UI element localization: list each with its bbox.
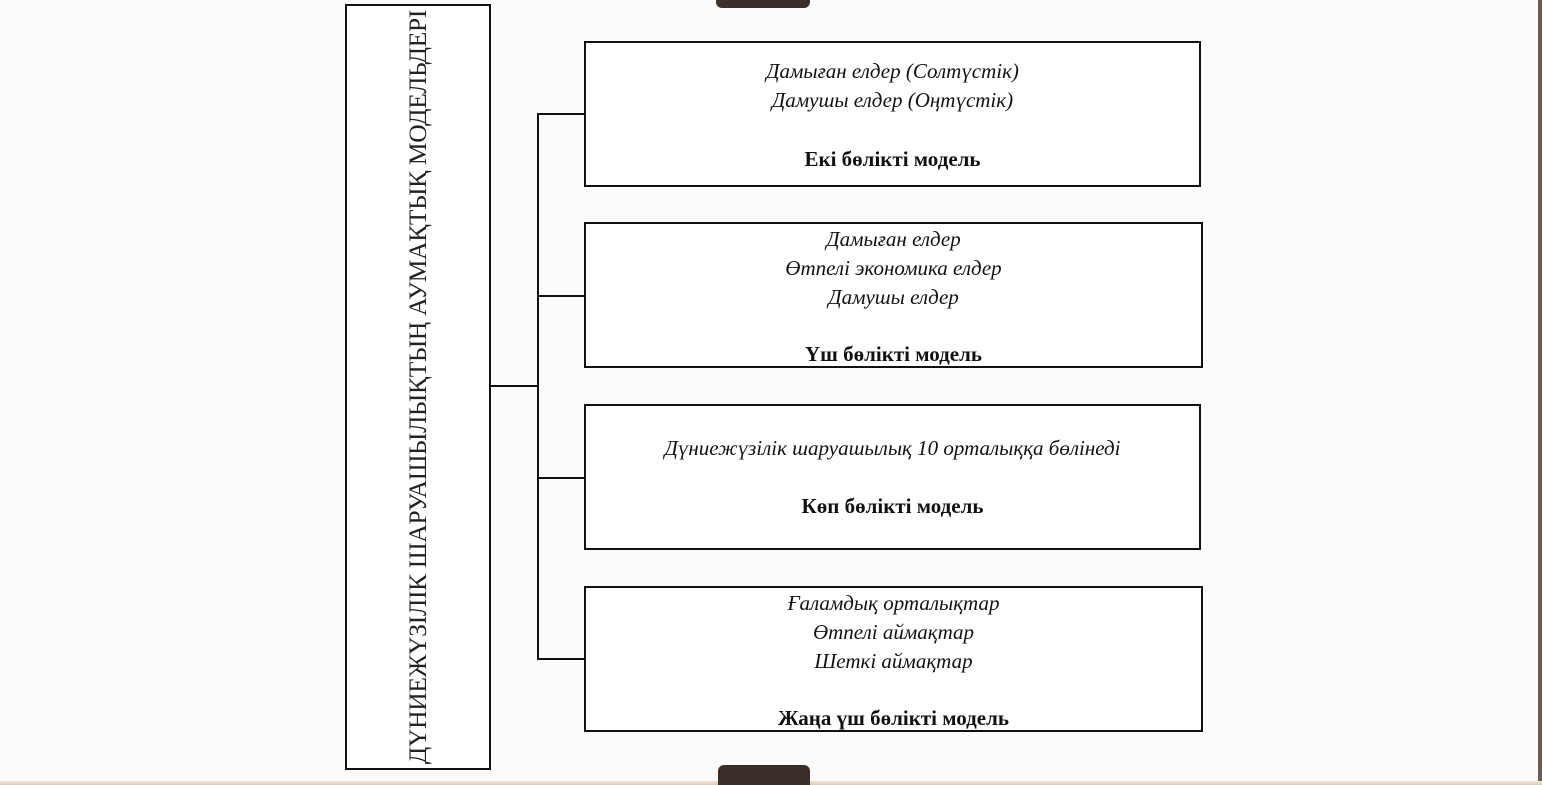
model-line: Дамушы елдер <box>828 285 959 309</box>
bottom-tab-decoration <box>718 765 810 785</box>
model-name: Үш бөлікті модель <box>804 342 982 366</box>
model-box-three-part: Дамыған елдер Өтпелі экономика елдер Дам… <box>584 222 1203 368</box>
branch-connector-4 <box>537 658 586 660</box>
model-description: Ғаламдық орталықтар Өтпелі аймақтар Шетк… <box>788 589 1000 676</box>
model-name: Жаңа үш бөлікті модель <box>778 706 1009 730</box>
model-description: Дүниежүзілік шаруашылық 10 орталыққа бөл… <box>664 434 1120 463</box>
model-line: Дамушы елдер (Оңтүстік) <box>771 88 1014 112</box>
root-label: ДҮНИЕЖҮЗІЛІК ШАРУАШЫЛЫҚТЫҢ АУМАҚТЫҚ МОДЕ… <box>403 9 432 765</box>
model-box-multi-part: Дүниежүзілік шаруашылық 10 орталыққа бөл… <box>584 404 1201 550</box>
model-name: Екі бөлікті модель <box>804 147 981 171</box>
model-line: Дамыған елдер (Солтүстік) <box>766 59 1019 83</box>
model-description: Дамыған елдер Өтпелі экономика елдер Дам… <box>785 225 1001 312</box>
root-box: ДҮНИЕЖҮЗІЛІК ШАРУАШЫЛЫҚТЫҢ АУМАҚТЫҚ МОДЕ… <box>345 4 491 770</box>
root-connector <box>489 385 539 387</box>
slide-right-edge <box>1538 0 1542 785</box>
model-line: Өтпелі экономика елдер <box>785 256 1002 280</box>
top-tab-decoration <box>716 0 810 8</box>
model-line: Өтпелі аймақтар <box>812 620 974 644</box>
model-line: Дүниежүзілік шаруашылық 10 орталыққа бөл… <box>664 436 1121 460</box>
trunk-connector <box>537 113 539 660</box>
model-box-two-part: Дамыған елдер (Солтүстік) Дамушы елдер (… <box>584 41 1201 187</box>
branch-connector-3 <box>537 477 586 479</box>
model-line: Шеткі аймақтар <box>814 649 973 673</box>
model-line: Дамыған елдер <box>826 227 961 251</box>
model-box-new-three-part: Ғаламдық орталықтар Өтпелі аймақтар Шетк… <box>584 586 1203 732</box>
branch-connector-2 <box>537 295 586 297</box>
branch-connector-1 <box>537 113 586 115</box>
model-name: Көп бөлікті модель <box>801 494 984 518</box>
model-line: Ғаламдық орталықтар <box>787 591 1000 615</box>
model-description: Дамыған елдер (Солтүстік) Дамушы елдер (… <box>766 57 1019 115</box>
